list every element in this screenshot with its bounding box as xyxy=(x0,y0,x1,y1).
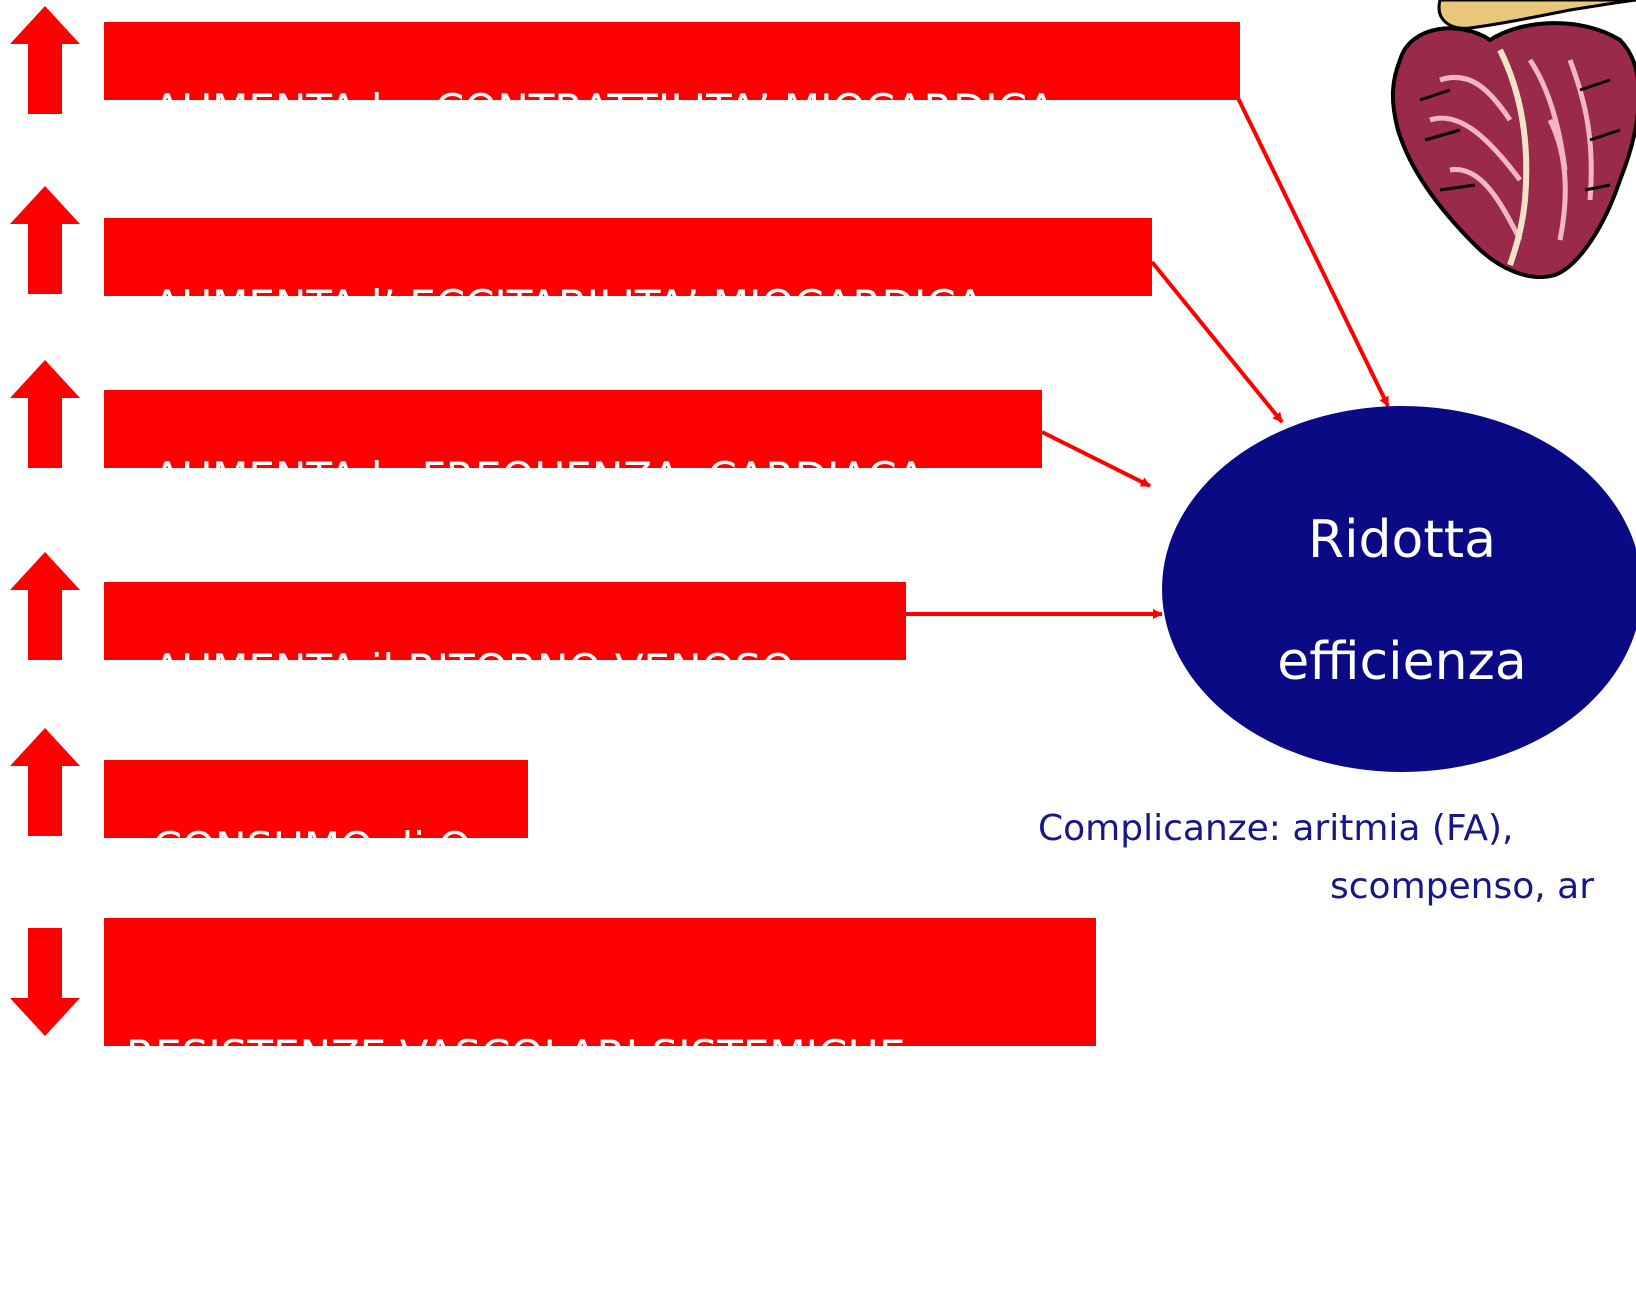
connector-arrows xyxy=(906,97,1390,619)
effect-label: CONSUMO di O xyxy=(152,823,472,872)
effect-label-line2: PRESSIONE DIASTOLICA xyxy=(126,1187,630,1236)
effect-label: AUMENTA il RITORNO VENOSO xyxy=(152,645,795,694)
effect-oxygen-consumption: CONSUMO di O2 xyxy=(104,760,528,878)
up-arrow-icon xyxy=(10,552,80,660)
effect-excitability: AUMENTA l’ ECCITABILITA’ MIOCARDICA xyxy=(104,218,1152,330)
up-arrow-icon xyxy=(10,728,80,836)
heart-illustration xyxy=(1390,0,1636,279)
down-arrow-icon xyxy=(10,928,80,1036)
arrow-contractility xyxy=(1236,97,1390,407)
up-arrow-icon xyxy=(10,360,80,468)
effect-contractility: AUMENTA la CONTRATTILITA’ MIOCARDICA xyxy=(104,22,1240,134)
effect-label: AUMENTA la CONTRATTILITA’ MIOCARDICA xyxy=(152,85,1056,134)
effect-label: AUMENTA la FREQUENZA CARDIACA xyxy=(152,453,926,502)
arrow-heart-rate xyxy=(1041,430,1151,488)
complications-line2: scompenso, ar xyxy=(1330,866,1594,907)
up-arrow-icon xyxy=(10,186,80,294)
effect-subscript: 2 xyxy=(471,850,487,878)
arrow-excitability xyxy=(1150,260,1284,424)
effect-label: AUMENTA l’ ECCITABILITA’ MIOCARDICA xyxy=(152,281,985,330)
complications-line1: Complicanze: aritmia (FA), xyxy=(1038,808,1514,849)
effect-heart-rate: AUMENTA la FREQUENZA CARDIACA xyxy=(104,390,1042,502)
result-line2: efficienza xyxy=(1277,632,1527,692)
up-arrow-icon xyxy=(10,6,80,114)
effect-venous-return: AUMENTA il RITORNO VENOSO xyxy=(104,582,906,694)
result-oval xyxy=(1162,406,1636,772)
result-line1: Ridotta xyxy=(1307,510,1497,570)
